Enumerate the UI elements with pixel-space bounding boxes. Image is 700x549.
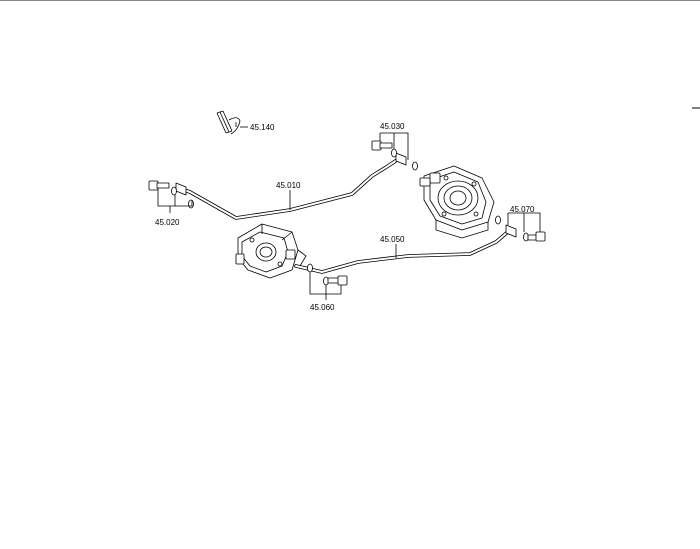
bolt-set-45070[interactable]: [495, 215, 546, 242]
bolt-set-45060[interactable]: [307, 263, 348, 286]
housing-right[interactable]: [419, 165, 495, 239]
housing-left[interactable]: [235, 223, 307, 279]
bolt-set-45030[interactable]: [371, 140, 418, 171]
callout-45030: 45.030: [380, 122, 405, 131]
callout-45020: 45.020: [155, 218, 180, 227]
pipe-45010[interactable]: [175, 152, 407, 220]
callout-45070: 45.070: [510, 205, 535, 214]
bolt-set-45020[interactable]: [148, 180, 194, 209]
pipe-45050[interactable]: [294, 224, 517, 274]
bracket-45030: [379, 132, 409, 160]
callout-45050: 45.050: [380, 235, 405, 244]
bracket-45070: [507, 212, 541, 232]
callout-45140: 45.140: [250, 123, 275, 132]
bracket-45020: [157, 188, 193, 213]
clip-45140[interactable]: [216, 110, 248, 135]
callout-45010: 45.010: [276, 181, 301, 190]
bracket-45060: [309, 272, 342, 300]
callout-45060: 45.060: [310, 303, 335, 312]
